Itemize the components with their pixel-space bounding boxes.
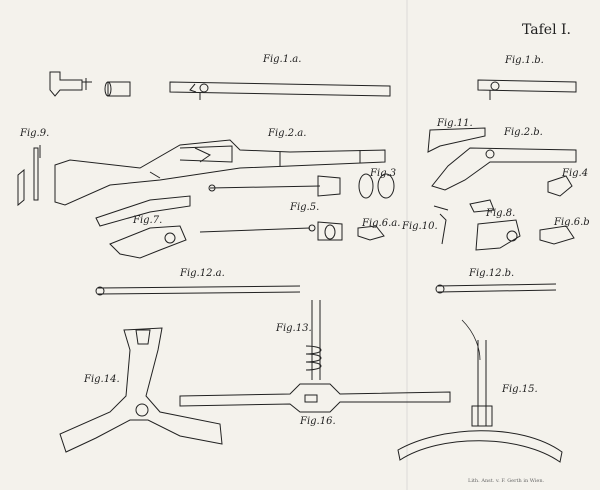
fig12b-label: Fig.12.b. (469, 268, 515, 279)
fig2b-drawing (431, 147, 577, 191)
fig15-label: Fig.15. (502, 384, 538, 395)
fig8-label: Fig.8. (486, 208, 516, 219)
fig13-label: Fig.13. (276, 323, 312, 334)
fig8-drawing (469, 199, 521, 251)
fig3-drawing (357, 173, 395, 241)
fig5-label: Fig.5. (290, 202, 320, 213)
fig15-drawing (397, 319, 563, 463)
fig6a-label: Fig.6.a. (362, 218, 401, 229)
fig1b-label: Fig.1.b. (505, 55, 544, 66)
fig7-label: Fig.7. (133, 215, 163, 226)
fig11-label: Fig.11. (437, 118, 473, 129)
fig12b-drawing (435, 283, 557, 294)
fig7-drawing (95, 195, 191, 259)
fig11-drawing (427, 127, 486, 153)
fig6b-drawing (539, 225, 575, 245)
fig4-drawing (547, 175, 573, 197)
fig10-label: Fig.10. (402, 221, 438, 232)
fig14-drawing (59, 327, 223, 453)
fig16-label: Fig.16. (300, 416, 336, 427)
fig14-label: Fig.14. (84, 374, 120, 385)
fig9-label: Fig.9. (20, 128, 50, 139)
fig12a-drawing (95, 285, 301, 296)
fig2a-label: Fig.2.a. (268, 128, 307, 139)
fig2b-label: Fig.2.b. (504, 127, 543, 138)
fig3-label: Fig.3 (370, 168, 397, 179)
fig5-drawing (199, 175, 343, 241)
fig2a-rifle (54, 139, 386, 206)
fig6b-label: Fig.6.b (554, 217, 590, 228)
fig4-label: Fig.4 (562, 168, 589, 179)
lithographer-credit: Lith. Anst. v. F. Gerth in Wien. (468, 478, 545, 484)
fig10-drawing (433, 205, 449, 245)
fig1a-drawing (49, 71, 391, 100)
plate-title: Tafel I. (522, 22, 571, 38)
fig1b-drawing (477, 79, 577, 100)
fig16-drawing (179, 383, 451, 413)
fig9-drawing (17, 145, 41, 207)
fig12a-label: Fig.12.a. (180, 268, 225, 279)
fig1a-label: Fig.1.a. (263, 54, 302, 65)
fig13-drawing (305, 300, 322, 380)
